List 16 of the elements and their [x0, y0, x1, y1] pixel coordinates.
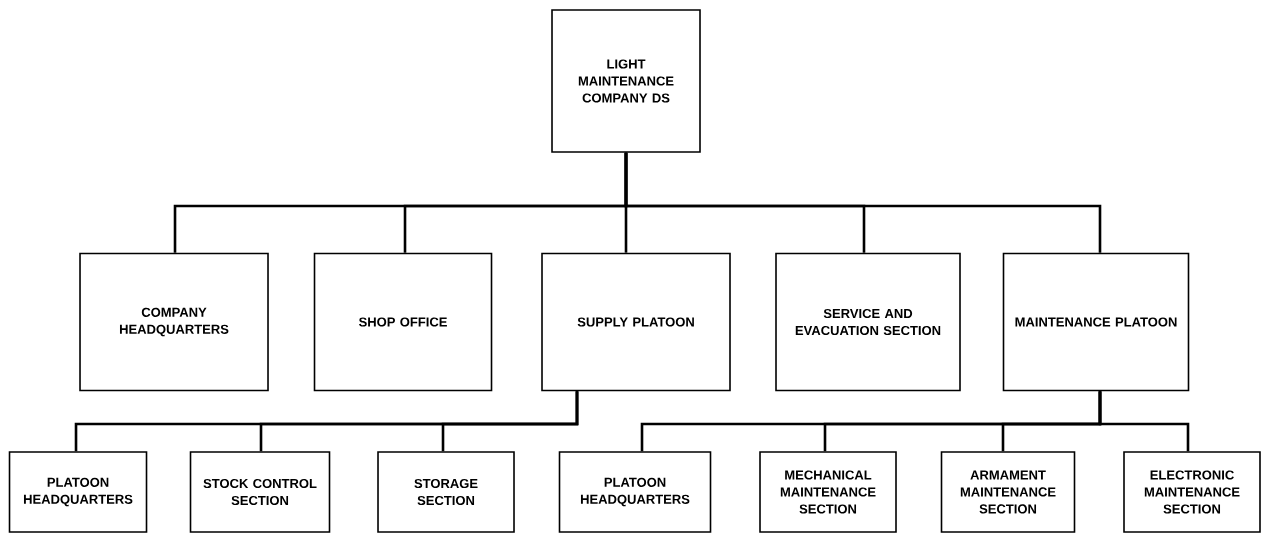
org-box: STOCK CONTROL SECTION — [189, 451, 331, 533]
org-box: COMPANY HEADQUARTERS — [79, 252, 269, 392]
org-box: STORAGE SECTION — [377, 451, 515, 533]
org-box: SUPPLY PLATOON — [541, 252, 731, 392]
org-box: ELECTRONIC MAINTENANCE SECTION — [1123, 451, 1261, 533]
connector-line — [1098, 391, 1190, 452]
org-box: PLATOON HEADQUARTERS — [558, 451, 712, 533]
org-box: PLATOON HEADQUARTERS — [8, 451, 148, 533]
org-box: MECHANICAL MAINTENANCE SECTION — [759, 451, 897, 533]
connector-line — [624, 152, 1102, 253]
org-box: SHOP OFFICE — [313, 252, 493, 392]
org-box: SERVICE AND EVACUATION SECTION — [775, 252, 961, 392]
connector-line — [441, 391, 579, 452]
org-box: LIGHT MAINTENANCE COMPANY DS — [551, 9, 701, 153]
org-box: MAINTENANCE PLATOON — [1002, 252, 1190, 392]
org-box: ARMAMENT MAINTENANCE SECTION — [940, 451, 1076, 533]
